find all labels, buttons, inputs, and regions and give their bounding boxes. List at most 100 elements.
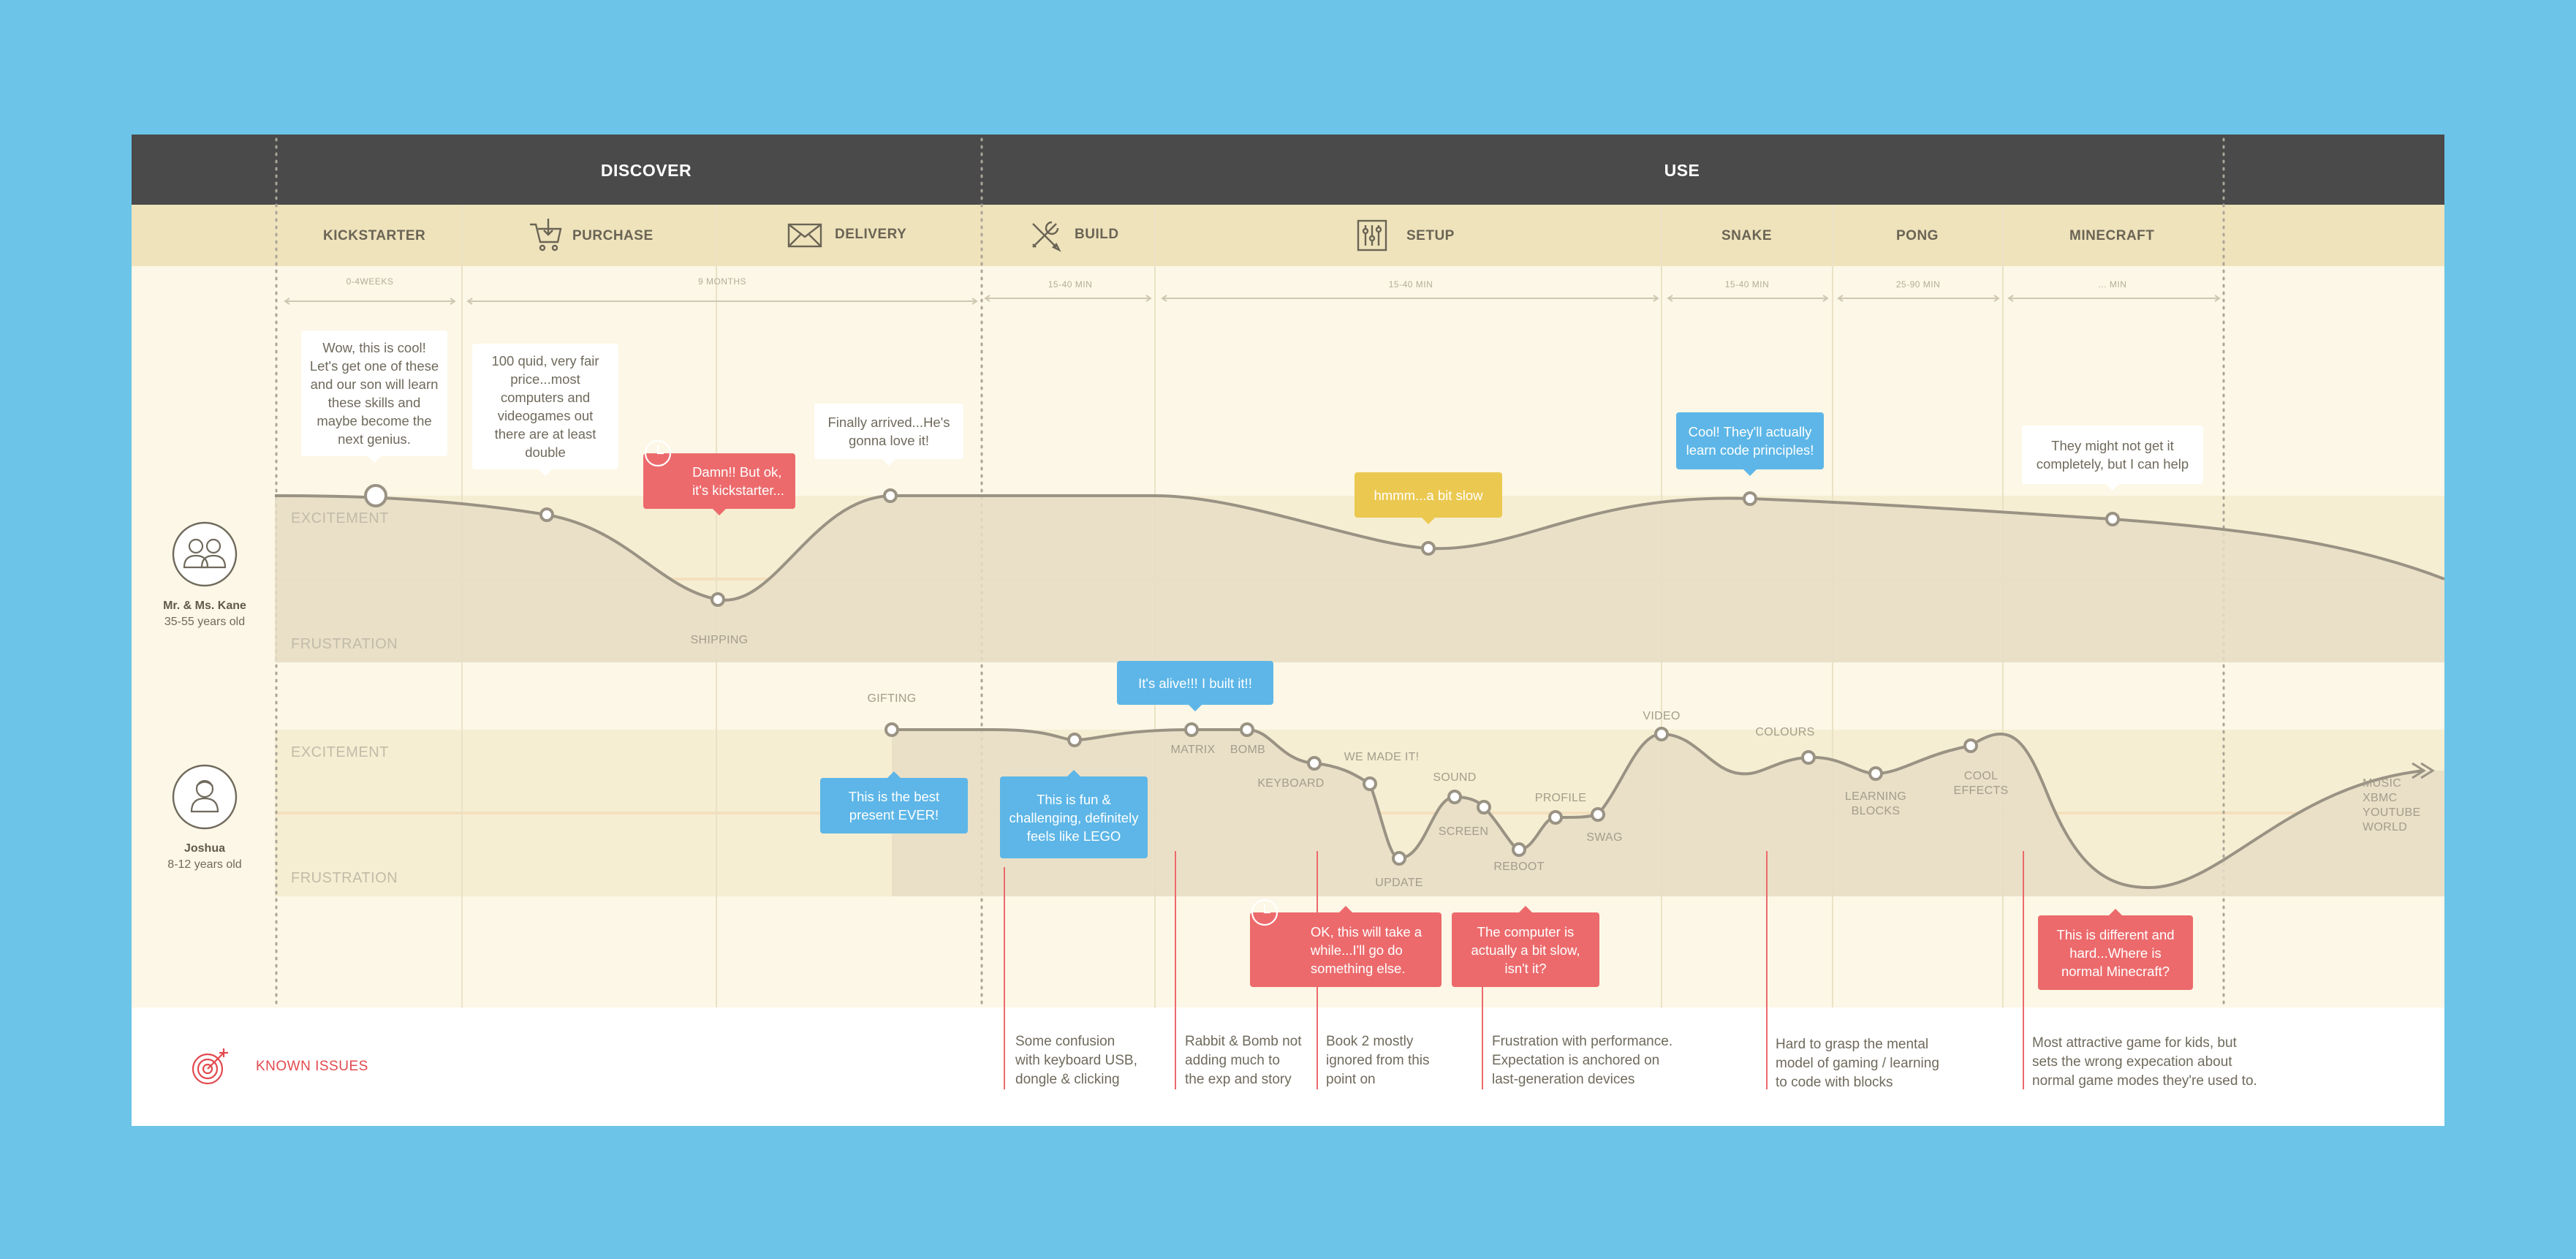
issue-line: with keyboard USB, [1015,1053,1137,1068]
point-label-sound: SOUND [1433,771,1477,784]
duration-arrow [284,298,456,305]
duration-arrow [2007,295,2221,302]
bubble-line: next genius. [338,431,411,447]
issue-connector-lines [1004,851,2024,1089]
duration-arrow [466,298,978,305]
parent-bubble-purchase: 100 quid, very fair price...most compute… [472,344,618,476]
parent-journey-point [364,484,387,507]
child-journey-point [1392,851,1406,866]
child-bubble-lego: This is fun & challenging, definitely fe… [1000,770,1148,858]
child-bubble-update-wait: OK, this will take a while...I'll go do … [1250,899,1442,987]
point-label-music-xbmc: MUSIC XBMC YOUTUBE WORLD [2363,776,2420,835]
parent-bubble-delivery: Finally arrived...He's gonna love it! [814,404,963,466]
duration-label: 9 MONTHS [697,276,747,287]
duration-arrows [284,295,2221,305]
issue-line: Frustration with performance. [1492,1034,1673,1049]
bubble-line: completely, but I can help [2036,456,2189,472]
bubble-line: Cool! They'll actually [1688,424,1812,439]
label-line: WORLD [2363,821,2408,833]
phase-header-bar [132,135,2444,205]
label-line: YOUTUBE [2363,806,2421,819]
stage-snake: SNAKE [1721,228,1773,243]
parent-journey-point [539,507,554,522]
zone-excitement: EXCITEMENT [291,744,389,760]
curve-arrowhead [2412,762,2435,779]
label-line: XBMC [2363,792,2398,804]
issue-performance: Frustration with performance. Expectatio… [1492,1032,1672,1089]
child-journey-point [1868,766,1883,781]
point-label-update: UPDATE [1375,877,1423,889]
known-issues-title: KNOWN ISSUES [256,1059,368,1074]
point-label-screen: SCREEN [1438,825,1489,838]
journey-map-background [132,135,2444,1126]
issue-line: the exp and story [1185,1072,1292,1087]
parent-bubble-shipping-delay: Damn!! But ok, it's kickstarter... [643,439,795,515]
duration-arrow [1161,295,1659,302]
parent-bubble-snake: Cool! They'll actually learn code princi… [1676,412,1824,476]
point-label-gifting: GIFTING [867,692,917,705]
bubble-line: gonna love it! [848,433,930,448]
issue-line: Expectation is anchored on [1492,1053,1660,1068]
cart-icon [530,219,562,252]
issue-keyboard: Some confusion with keyboard USB, dongle… [1015,1032,1137,1089]
issue-line: last-generation devices [1492,1072,1635,1087]
stage-pong: PONG [1896,228,1939,243]
bubble-line: Wow, this is cool! [322,340,426,355]
stage-delivery: DELIVERY [835,227,907,242]
child-bubble-built-it: It's alive!!! I built it!! [1117,661,1273,711]
clock-icon [1251,899,1278,926]
bubble-line: normal Minecraft? [2061,963,2170,979]
bubble-line: hard...Where is [2069,945,2162,961]
bubble-line: videogames out [497,408,594,423]
bubble-line: there are at least [494,426,596,442]
bubble-line: something else. [1310,960,1406,976]
envelope-icon [787,223,822,248]
duration-label: ... MIN [2098,279,2127,290]
duration-label: 25-90 MIN [1895,279,1941,290]
child-journey-point [1307,756,1322,771]
bubble-line: while...I'll go do [1310,942,1403,958]
phase-discover: DISCOVER [600,161,692,180]
point-label-we-made-it: WE MADE IT! [1344,751,1420,763]
bubble-line: and our son will learn [310,377,439,392]
issue-line: adding much to [1185,1053,1280,1068]
point-label-reboot: REBOOT [1493,861,1545,873]
bubble-line: feels like LEGO [1026,828,1121,844]
point-label-colours: COLOURS [1755,726,1815,738]
issue-line: dongle & clicking [1015,1072,1120,1087]
issue-line: point on [1326,1072,1376,1087]
point-label-profile: PROFILE [1534,792,1587,804]
bubble-line: This is the best [848,789,940,804]
bubble-line: Finally arrived...He's [827,415,950,430]
child-journey-point [1512,842,1526,857]
parent-emotion-curve [274,494,2444,602]
child-journey-point [1591,807,1605,822]
parent-bubble-setup: hmmm...a bit slow [1355,472,1502,524]
persona-parents: Mr. & Ms. Kane 35-55 years old [132,598,278,630]
known-issues-area [132,1007,2444,1126]
bubble-line: maybe become the [317,413,432,428]
child-journey-point [1184,722,1199,737]
issue-line: Some confusion [1015,1034,1115,1049]
child-emotion-fill [892,730,2444,896]
phase-use: USE [1664,161,1700,180]
child-journey-point [1240,722,1254,737]
duration-label: 15-40 MIN [1724,279,1770,290]
parent-bubble-minecraft: They might not get it completely, but I … [2022,426,2203,491]
parent-bubble-kickstarter: Wow, this is cool! Let's get one of thes… [301,330,447,463]
couple-icon [172,521,238,587]
bubble-line: It's alive!!! I built it!! [1138,675,1252,691]
issue-line: to code with blocks [1776,1075,1893,1090]
tools-icon [1032,221,1061,252]
parent-emotion-fill [275,496,2444,662]
bubble-line: They might not get it [2051,438,2174,453]
persona-age: 8-12 years old [167,858,242,871]
point-label-learning-blocks: LEARNING BLOCKS [1845,790,1906,819]
stage-minecraft: MINECRAFT [2069,228,2155,243]
issue-rabbit-bomb: Rabbit & Bomb not adding much to the exp… [1185,1032,1301,1089]
issue-line: Rabbit & Bomb not [1185,1034,1302,1049]
duration-arrow [984,295,1152,302]
child-journey-point [1801,750,1816,765]
bubble-line: learn code principles! [1686,442,1814,458]
bubble-line: hmmm...a bit slow [1374,487,1483,503]
